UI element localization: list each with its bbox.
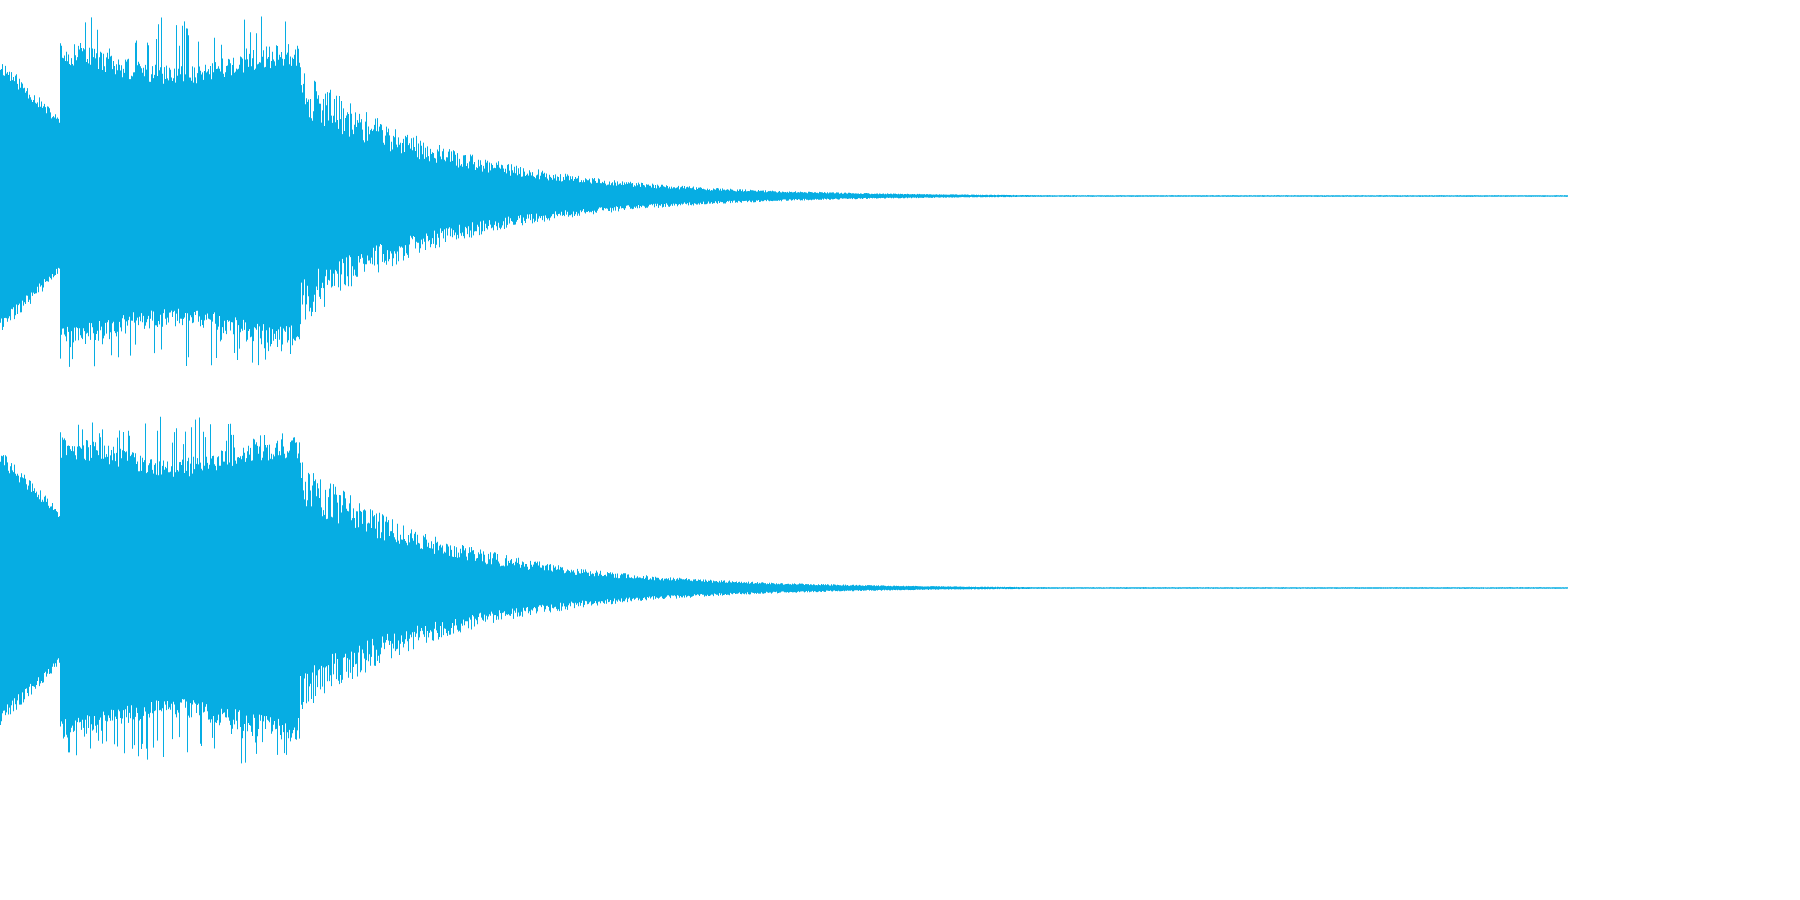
stereo-waveform: [0, 16, 1568, 764]
waveform-trace-left: [0, 16, 1568, 367]
channel-left-waveform: [0, 16, 1568, 367]
waveform-view[interactable]: [0, 0, 1568, 784]
waveform-trace-right: [0, 416, 1568, 764]
channel-right-waveform: [0, 416, 1568, 764]
